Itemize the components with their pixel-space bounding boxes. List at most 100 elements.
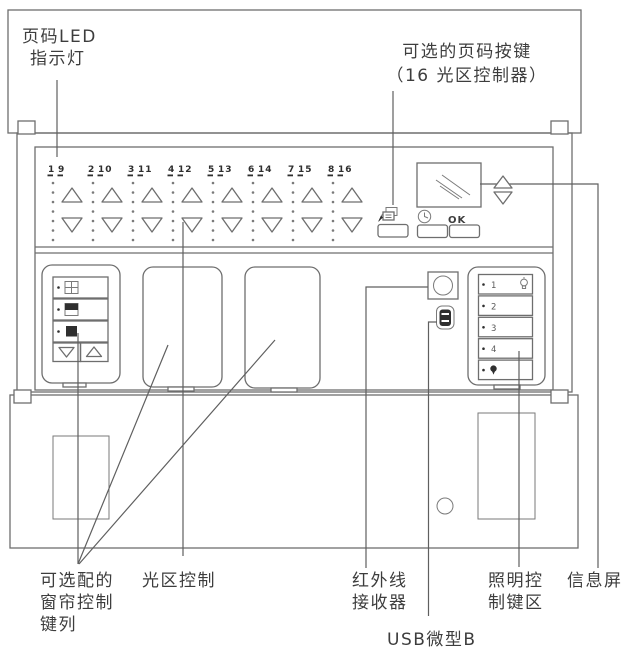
label-lighting-2: 制键区 [488,593,544,613]
zone-led-dot [291,200,295,204]
ir-receiver [427,271,459,300]
zone-led-dot [131,181,135,185]
led-dot [482,368,485,372]
zone-number-label: 16 [338,165,353,175]
zone-led-dot [171,229,175,232]
zone-led-dot [171,191,175,194]
zone-led-dot [331,200,335,204]
zone-number-label: 1 [48,165,55,175]
zone-number-label: 11 [138,165,153,175]
zone-down-button[interactable] [221,217,243,233]
curtain-open-button[interactable] [52,276,109,299]
zone-down-button[interactable] [261,217,283,233]
page-led-dash [337,174,343,177]
label-lighting: 照明控 [488,571,544,591]
zone-led-dot [91,238,95,242]
back-box-cutout-left [52,435,110,520]
screen-reflection [435,174,471,200]
lighting-off-button[interactable] [477,359,534,381]
zone-led-dot [251,219,255,223]
zone-down-button[interactable] [141,217,163,233]
zone-number-label: 12 [178,165,193,175]
leader-info-screen [480,183,599,568]
zone-up-button[interactable] [101,187,123,203]
label-ir: 红外线 [352,571,408,591]
zone-number-label: 14 [258,165,273,175]
zone-led-dot [251,181,255,185]
zone-led-dot [91,191,95,194]
page-led-dash [327,174,333,177]
curtain-close-button[interactable] [52,320,109,343]
zone-led-dot [291,191,295,194]
lighting-button-number: 4 [491,345,496,355]
zone-led-dot [91,229,95,232]
curtain-raise-button[interactable] [79,342,109,363]
clock-button[interactable] [416,224,449,239]
screen-up-button[interactable] [493,175,513,189]
label-ir-2: 接收器 [352,593,408,613]
ir-receiver-lens [433,275,453,296]
zone-led-dot [91,219,95,223]
ok-button[interactable] [448,224,481,239]
lighting-button-number: 1 [491,281,496,291]
page-led-dash [167,174,173,177]
label-usb: USB微型B [387,630,477,650]
zone-down-button[interactable] [101,217,123,233]
lighting-button-4[interactable]: 4 [477,338,534,359]
info-screen [416,162,482,208]
zone-led-dot [131,229,135,232]
up-triangle-icon [85,346,103,358]
zone-led-dot [91,210,95,213]
mounting-hole [436,497,454,515]
zone-led-dot [131,238,135,242]
zone-led-dot [251,238,255,242]
zone-up-button[interactable] [141,187,163,203]
zone-number-label: 15 [298,165,313,175]
zone-led-dot [291,238,295,242]
leader-ir [365,286,428,568]
zone-led-dot [91,200,95,204]
zone-up-button[interactable] [221,187,243,203]
zone-led-dot [331,210,335,213]
zone-led-dot [211,229,215,232]
down-triangle-icon [58,346,75,358]
page-led-dash [127,174,133,177]
zone-down-button[interactable] [61,217,83,233]
zone-led-dot [91,181,95,185]
zone-led-dot [291,219,295,223]
lighting-button-3[interactable]: 3 [477,316,534,338]
zone-up-button[interactable] [261,187,283,203]
annotation-labels: 页码LED 指示灯 可选的页码按键 （16 光区控制器） 可选配的 窗帘控制 键… [22,27,621,650]
lighting-button-2[interactable]: 2 [477,295,534,317]
zone-down-button[interactable] [341,217,363,233]
zone-up-button[interactable] [341,187,363,203]
back-box-cutout-right [477,412,536,520]
zone-up-button[interactable] [181,187,203,203]
keypad-tab [270,387,298,393]
usb-micro-b-port[interactable] [436,305,455,330]
zone-led-dot [251,191,255,194]
label-curtain-2: 窗帘控制 [40,593,114,613]
page-led-dash [297,174,303,177]
zone-led-dot [131,219,135,223]
label-page-led: 页码LED [22,27,97,47]
curtain-half-button[interactable] [52,298,109,321]
zone-down-button[interactable] [181,217,203,233]
zone-number-label: 3 [128,165,135,175]
label-zone-control: 光区控制 [142,571,216,591]
page-button[interactable] [377,223,409,238]
curtain-lower-button[interactable] [52,342,82,363]
zone-led-dot [251,229,255,232]
screen-down-button[interactable] [493,191,513,205]
bulb-off-icon [490,365,497,375]
zone-up-button[interactable] [301,187,323,203]
lighting-button-1[interactable]: 1 [477,273,534,295]
zone-down-button[interactable] [301,217,323,233]
zone-up-button[interactable] [61,187,83,203]
page-led-dash [217,174,223,177]
